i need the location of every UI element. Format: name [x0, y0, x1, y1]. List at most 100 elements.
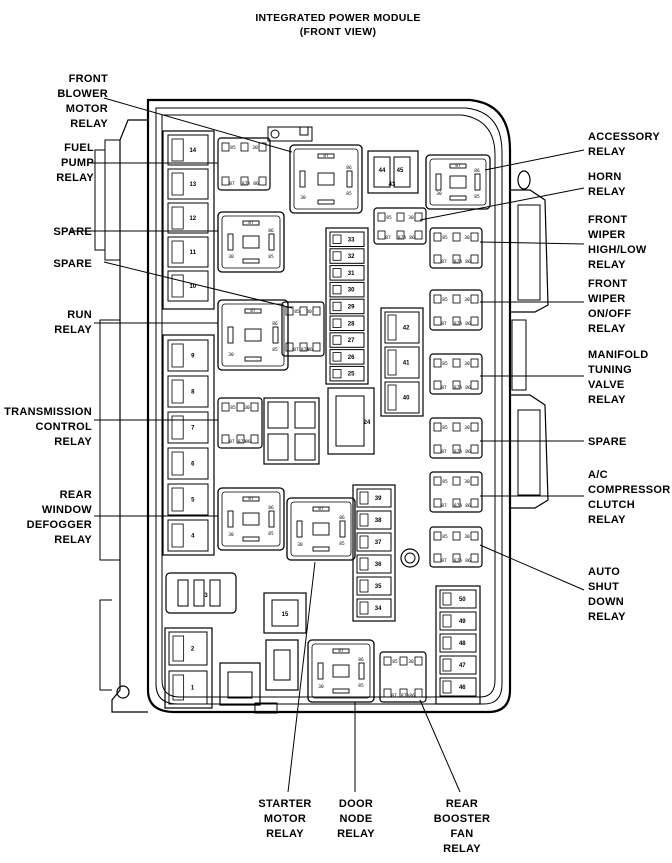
- fuse-26-label: 26: [348, 355, 355, 361]
- label-fwoo-0: FRONT: [588, 278, 627, 290]
- relay-door-node-t87: 87: [338, 648, 344, 654]
- fuse-14: 14: [167, 134, 209, 166]
- relay-run-t87: 87: [250, 308, 256, 314]
- label-horn-0: HORN: [588, 171, 622, 183]
- label-front-blower-3: RELAY: [70, 118, 108, 130]
- fuse-29: 29: [329, 298, 365, 315]
- relay-transmission-control-t30: 30: [244, 405, 250, 411]
- fuse-13: 13: [167, 168, 209, 200]
- label-spare-left-2: SPARE: [53, 258, 92, 270]
- label-door-1: NODE: [340, 813, 373, 825]
- fuse-4-label: 4: [191, 534, 195, 540]
- relay-spare-left-1-t30: 30: [228, 254, 234, 260]
- label-transmission-0: TRANSMISSION: [4, 406, 92, 418]
- label-horn-relay: HORN RELAY: [588, 171, 626, 198]
- relay-ac-compressor-clutch-t30: 30: [464, 479, 470, 485]
- relay-fuel-pump-t85: 85: [230, 145, 236, 151]
- label-rbf-2: FAN: [451, 828, 474, 840]
- fuse-1: 1: [168, 670, 208, 705]
- label-ac-0: A/C: [588, 469, 608, 481]
- fuse-34-label: 34: [375, 606, 382, 612]
- label-rear-window-3: RELAY: [54, 534, 92, 546]
- fuse-32-label: 32: [348, 254, 355, 260]
- top-mini-fuses: 44 45 43: [367, 150, 419, 194]
- maxi-fuse-42-label: 42: [403, 326, 410, 332]
- relay-run-t85: 85: [272, 347, 278, 353]
- fuse-3: 3: [165, 572, 237, 614]
- fuse-31: 31: [329, 265, 365, 281]
- relay-transmission-control-t85: 85: [230, 405, 236, 411]
- relay-run-t30: 30: [228, 352, 234, 358]
- label-run-1: RELAY: [54, 324, 92, 336]
- label-rbf-0: REAR: [446, 798, 478, 810]
- relay-ac-compressor-clutch-t86: 86: [465, 503, 471, 509]
- fuse-49: 49: [439, 611, 477, 631]
- fuse-34: 34: [356, 598, 392, 618]
- fuse-49-label: 49: [459, 619, 466, 625]
- relay-accessory-t30: 30: [436, 191, 442, 197]
- relay-rear-booster-fan-t87a: 87A: [401, 693, 409, 699]
- label-front-blower-1: BLOWER: [57, 88, 108, 100]
- relay-fuel-pump-t30: 30: [252, 145, 258, 151]
- mini-fuse-block: [263, 397, 320, 465]
- fuse-25: 25: [329, 365, 365, 382]
- fuse-4: 4: [167, 519, 209, 552]
- relay-rear-booster-fan-t30: 30: [408, 659, 414, 665]
- fuse-24: 24: [327, 387, 375, 455]
- label-auto-shut-down-relay: AUTO SHUT DOWN RELAY: [588, 566, 626, 623]
- relay-spare-right-t87: 87: [441, 449, 447, 455]
- relay-spare-right-t87a: 87A: [454, 449, 462, 455]
- label-door-node-relay: DOOR NODE RELAY: [337, 798, 375, 840]
- label-front-blower-motor-relay: FRONT BLOWER MOTOR RELAY: [57, 73, 108, 130]
- label-front-wiper-high-low-relay: FRONT WIPER HIGH/LOW RELAY: [588, 214, 647, 271]
- label-asd-3: RELAY: [588, 611, 626, 623]
- relay-front-wiper-on-off-t30: 30: [464, 297, 470, 303]
- relay-spare-right-t30: 30: [464, 425, 470, 431]
- relay-rear-booster-fan-t87: 87: [391, 693, 397, 699]
- label-starter-2: RELAY: [266, 828, 304, 840]
- label-rear-window-0: REAR: [60, 489, 92, 501]
- labels-bottom: STARTER MOTOR RELAY DOOR NODE RELAY REAR…: [258, 798, 490, 855]
- fuse-36-label: 36: [375, 562, 382, 568]
- fuse-25-label: 25: [348, 372, 355, 378]
- fuse-44-label: 44: [379, 168, 386, 174]
- relay-manifold-tuning-t86: 86: [465, 385, 471, 391]
- fuse-43-label: 43: [389, 182, 396, 188]
- label-starter-0: STARTER: [258, 798, 311, 810]
- fuse-9: 9: [167, 339, 209, 372]
- fuse-33-label: 33: [348, 237, 355, 243]
- relay-transmission-control-t86: 86: [245, 439, 251, 445]
- fuse-15-label: 15: [282, 612, 289, 618]
- fuse-27-label: 27: [348, 338, 355, 344]
- label-horn-1: RELAY: [588, 186, 626, 198]
- relay-front-wiper-high-low-t87: 87: [441, 259, 447, 265]
- relay-starter-motor-t30: 30: [297, 542, 303, 548]
- label-fuel-pump-2: RELAY: [56, 172, 94, 184]
- relay-door-node-t85: 85: [358, 683, 364, 689]
- relay-auto-shut-down-t87: 87: [441, 558, 447, 564]
- label-rear-booster-fan-relay: REAR BOOSTER FAN RELAY: [434, 798, 490, 855]
- label-starter-motor-relay: STARTER MOTOR RELAY: [258, 798, 311, 840]
- label-run-relay: RUN RELAY: [54, 309, 92, 336]
- fuse-37-label: 37: [375, 540, 382, 546]
- label-transmission-2: RELAY: [54, 436, 92, 448]
- fuse-24-label: 24: [364, 420, 371, 426]
- relay-accessory-t87: 87: [455, 163, 461, 169]
- title-line-2: (FRONT VIEW): [300, 26, 377, 38]
- relay-auto-shut-down-t30: 30: [464, 534, 470, 540]
- relay-front-wiper-on-off-t87a: 87A: [454, 321, 462, 327]
- fuse-7: 7: [167, 411, 209, 444]
- label-fwoo-2: ON/OFF: [588, 308, 631, 320]
- fuse-46: 46: [439, 677, 477, 697]
- relay-front-wiper-high-low-t86: 86: [465, 259, 471, 265]
- label-fwhl-3: RELAY: [588, 259, 626, 271]
- relay-transmission-control-t87a: 87A: [238, 439, 246, 445]
- fuse-6: 6: [167, 447, 209, 480]
